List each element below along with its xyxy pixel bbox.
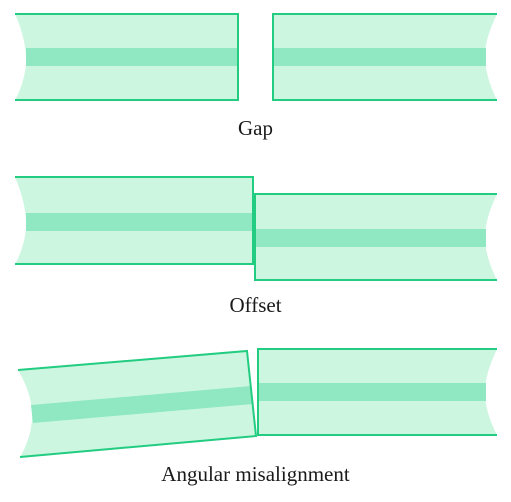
- angular-right-fiber-core: [258, 383, 486, 401]
- offset-left-fiber-outline: [15, 176, 254, 265]
- angular-panel: [17, 348, 497, 458]
- gap-left-fiber-core: [26, 48, 238, 66]
- angular-left-fiber-outline: [17, 349, 258, 458]
- angular-left-fiber: [17, 349, 258, 458]
- offset-left-fiber: [15, 176, 254, 265]
- angular-left-fiber-core: [31, 386, 253, 423]
- offset-right-fiber-core: [255, 229, 486, 247]
- offset-left-fiber-core: [26, 213, 253, 231]
- offset-panel: [15, 176, 497, 281]
- gap-caption: Gap: [238, 116, 273, 140]
- angular-misalignment-caption: Angular misalignment: [161, 462, 350, 486]
- gap-left-fiber-outline: [15, 13, 239, 101]
- gap-left-fiber: [15, 13, 239, 101]
- offset-right-fiber: [254, 193, 497, 281]
- gap-right-fiber-core: [273, 48, 486, 66]
- angular-right-fiber-outline: [257, 348, 497, 436]
- angular-right-fiber: [257, 348, 497, 436]
- offset-right-fiber-outline: [254, 193, 497, 281]
- gap-panel: [15, 13, 497, 101]
- gap-right-fiber: [272, 13, 497, 101]
- gap-right-fiber-outline: [272, 13, 497, 101]
- offset-caption: Offset: [229, 293, 282, 317]
